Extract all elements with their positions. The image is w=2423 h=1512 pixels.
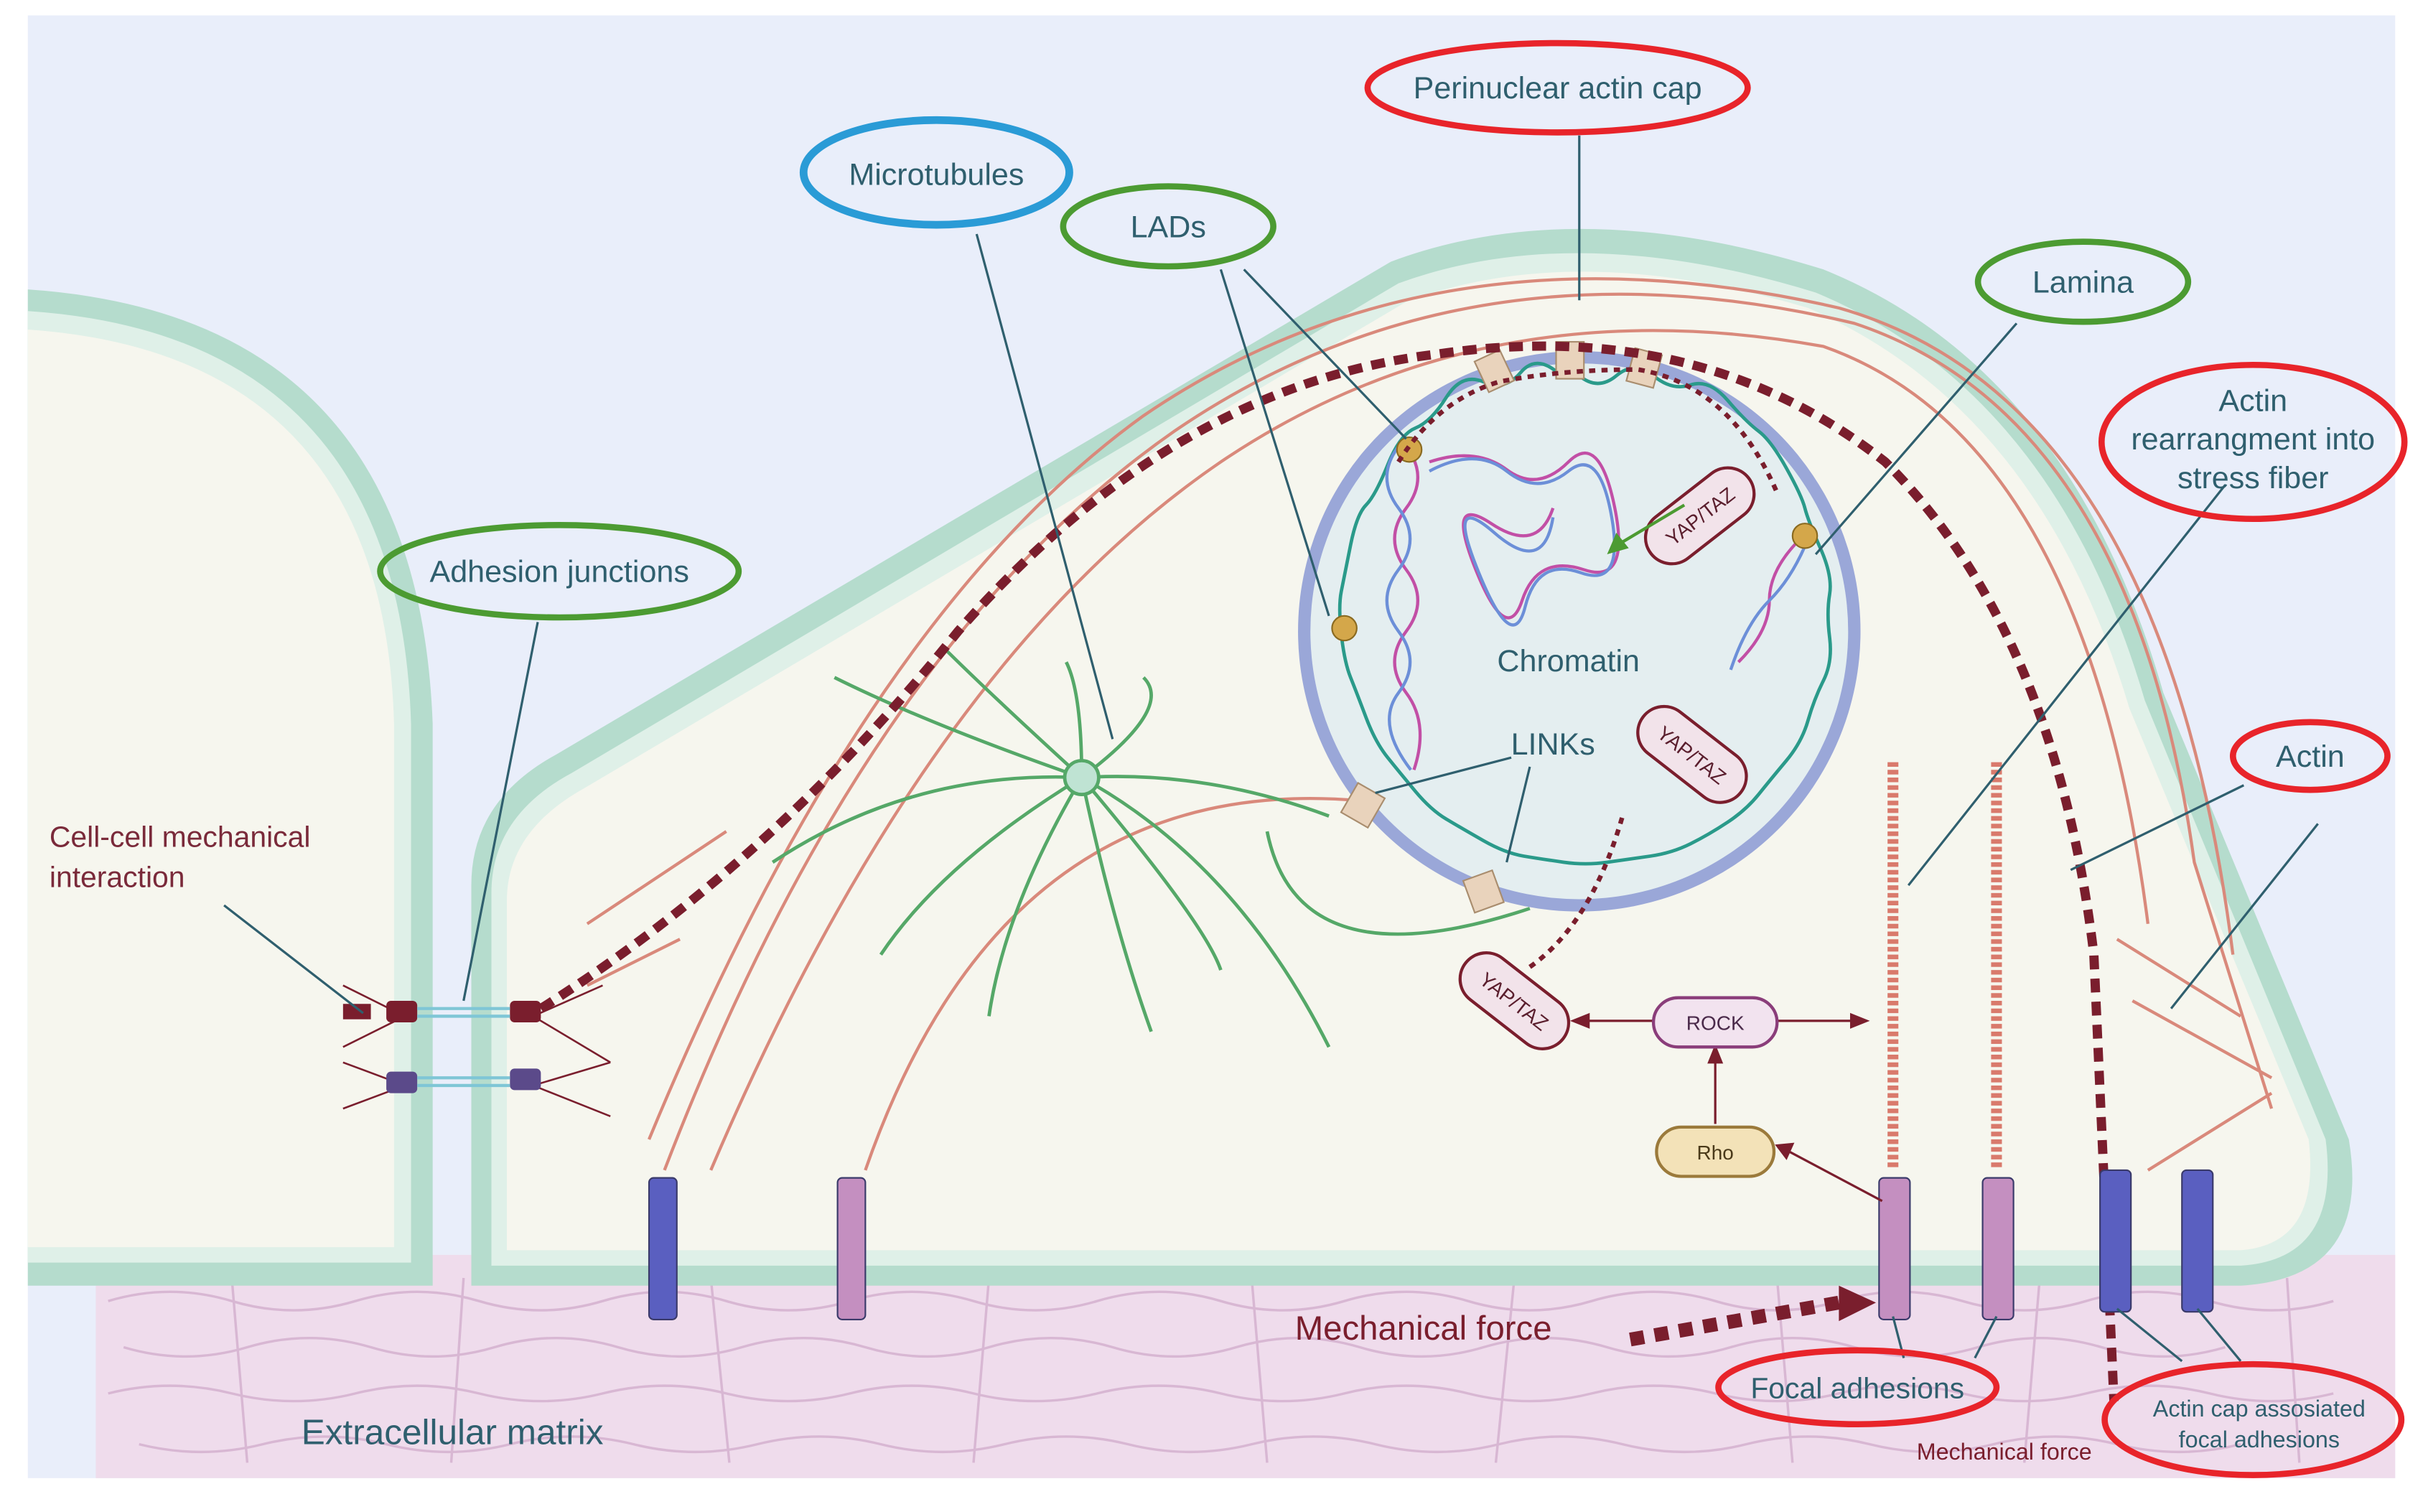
callout-actin-cap-focal-adhesions: [2101, 1361, 2405, 1478]
label-extracellular-matrix: Extracellular matrix: [302, 1413, 604, 1452]
integrin: [1878, 1177, 1911, 1320]
callout-focal-adhesions: [1715, 1347, 2000, 1428]
label-focal-adhesions: Focal adhesions: [1750, 1371, 1964, 1404]
label-mechanical-force-small: Mechanical force: [1917, 1439, 2092, 1465]
label-lads: LADs: [1131, 210, 1206, 244]
label-rho: Rho: [1697, 1142, 1734, 1164]
label-actin-rearrangement-3: stress fiber: [2177, 461, 2329, 495]
stress-fibers: [1887, 762, 2002, 1170]
integrin: [648, 1177, 678, 1320]
label-chromatin: Chromatin: [1497, 644, 1640, 678]
integrin: [1981, 1177, 2015, 1320]
label-mechanical-force: Mechanical force: [1295, 1310, 1552, 1348]
left-cell: [27, 289, 433, 1286]
label-adhesion-junctions: Adhesion junctions: [429, 555, 688, 589]
rock-box: [1651, 996, 1779, 1049]
label-cell-cell-interaction-2: interaction: [50, 860, 185, 893]
rho-box: [1655, 1125, 1776, 1178]
signaling: [1458, 466, 1883, 1203]
label-actin-cap-focal-adhesions-1: Actin cap assosiated: [2153, 1396, 2366, 1422]
actin-fibers: [586, 277, 2274, 1172]
integrin: [836, 1177, 867, 1320]
yap-taz-2: [1636, 704, 1748, 804]
callout-adhesion-junctions: [377, 522, 742, 621]
callout-actin-rearrangement: [2098, 361, 2408, 523]
label-microtubules: Microtubules: [849, 157, 1024, 192]
microtubules: [771, 645, 1531, 1048]
leader-lines: [223, 135, 2319, 1363]
label-actin-rearrangement-1: Actin: [2218, 384, 2287, 419]
lamina: [1337, 361, 1832, 866]
force-pathway: [538, 341, 2119, 1401]
integrin: [2181, 1169, 2214, 1313]
label-links: LINKs: [1511, 727, 1595, 762]
yap-taz-1: [1643, 466, 1756, 566]
callout-lads: [1060, 183, 1276, 270]
label-actin-cap-focal-adhesions-2: focal adhesions: [2179, 1427, 2340, 1452]
callout-perinuclear-actin-cap: [1364, 39, 1751, 136]
label-cell-cell-interaction-1: Cell-cell mechanical: [50, 821, 311, 854]
cell-junction: [342, 984, 611, 1118]
chromatin: [1385, 445, 1810, 771]
label-perinuclear-actin-cap: Perinuclear actin cap: [1414, 71, 1702, 106]
label-rock: ROCK: [1686, 1012, 1745, 1035]
yap-taz-3: [1458, 951, 1571, 1050]
callout-actin: [2229, 719, 2391, 793]
integrins: [648, 1169, 2214, 1320]
callout-lamina: [1974, 238, 2192, 325]
integrin: [2099, 1169, 2132, 1313]
callout-microtubules: [799, 116, 1073, 229]
label-actin-rearrangement-2: rearrangment into: [2131, 422, 2375, 457]
label-actin: Actin: [2276, 739, 2345, 774]
callouts: [377, 39, 2408, 1478]
label-lamina: Lamina: [2032, 266, 2134, 300]
